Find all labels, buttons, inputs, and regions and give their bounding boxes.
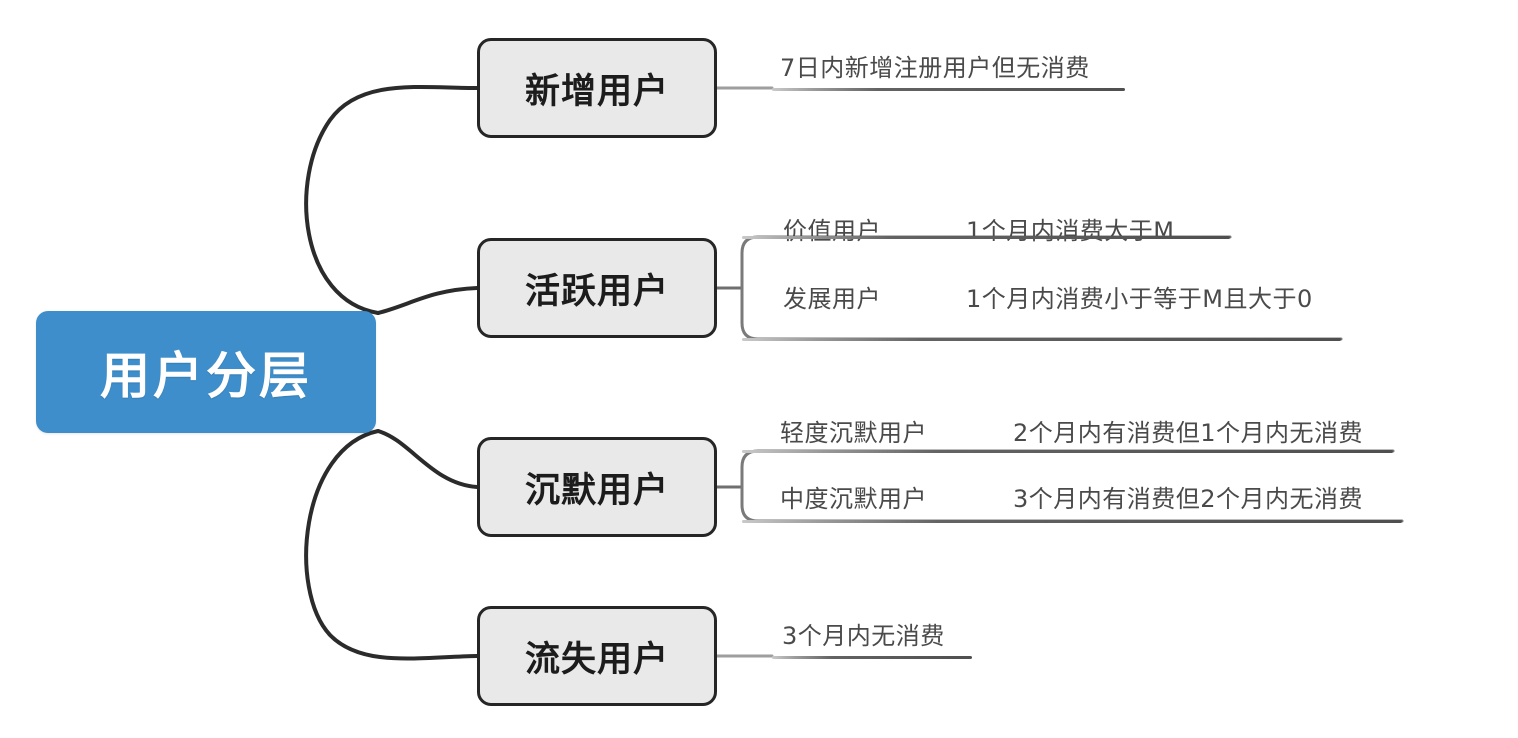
leaf-underline — [772, 88, 1125, 91]
leaf-title: 价值用户 — [783, 217, 881, 245]
edge-root-to-new-users — [304, 84, 479, 315]
root-node-label: 用户分层 — [100, 347, 312, 405]
branch-node-label: 流失用户 — [524, 639, 669, 680]
leaf-underline — [742, 450, 1393, 453]
leaf-title: 轻度沉默用户 — [780, 419, 927, 447]
leaf-underline — [742, 236, 1230, 239]
leaf-title: 发展用户 — [783, 285, 881, 313]
branch-node-active-users[interactable]: 活跃用户 — [477, 238, 717, 338]
leaf-desc: 1个月内消费小于等于M且大于0 — [966, 285, 1313, 313]
root-node[interactable]: 用户分层 — [36, 311, 376, 433]
branch-node-new-users[interactable]: 新增用户 — [477, 38, 717, 138]
leaf-underline — [742, 338, 1341, 341]
leaf-desc: 1个月内消费大于M — [966, 217, 1175, 245]
leaf-underline — [772, 656, 972, 659]
edge-root-to-active-users — [376, 286, 479, 315]
edge-root-to-churn-users — [304, 429, 479, 661]
branch-node-label: 沉默用户 — [524, 470, 669, 511]
leaf-underline — [742, 520, 1402, 523]
edge-root-to-silent-users — [376, 429, 479, 489]
leaf-desc: 3个月内有消费但2个月内无消费 — [1013, 485, 1364, 513]
branch-node-silent-users[interactable]: 沉默用户 — [477, 437, 717, 537]
branch-node-churn-users[interactable]: 流失用户 — [477, 606, 717, 706]
leaf-title: 中度沉默用户 — [780, 485, 927, 513]
leaf-desc: 2个月内有消费但1个月内无消费 — [1013, 419, 1364, 447]
leaf-desc: 7日内新增注册用户但无消费 — [780, 54, 1090, 82]
branch-node-label: 新增用户 — [524, 71, 669, 112]
branch-node-label: 活跃用户 — [524, 271, 669, 312]
leaf-desc: 3个月内无消费 — [782, 622, 945, 650]
